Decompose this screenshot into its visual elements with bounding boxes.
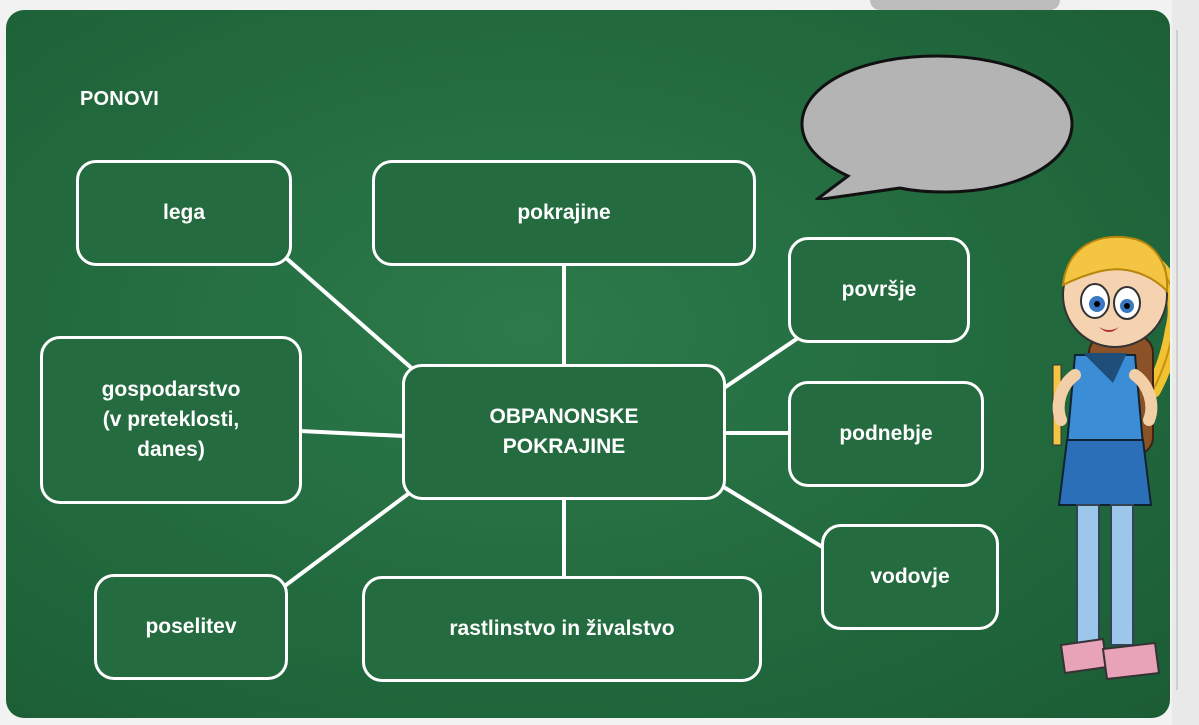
node-povrsje: površje <box>788 237 970 343</box>
link-gospodarstvo <box>298 429 406 438</box>
node-podnebje: podnebje <box>788 381 984 487</box>
node-vodovje-label: vodovje <box>870 565 950 588</box>
node-gospodarstvo: gospodarstvo (v preteklosti, danes) <box>40 336 302 504</box>
node-vodovje: vodovje <box>821 524 999 630</box>
node-lega: lega <box>76 160 292 266</box>
node-rastlinstvo-label: rastlinstvo in živalstvo <box>449 617 675 640</box>
node-pokrajine-label: pokrajine <box>517 201 611 224</box>
link-poselitev <box>280 492 410 590</box>
node-lega-label: lega <box>162 201 206 224</box>
center-node-label: OBPANONSKE POKRAJINE <box>489 405 639 458</box>
node-poselitev: poselitev <box>94 574 288 680</box>
connector-lines <box>280 256 826 590</box>
link-povrsje <box>722 334 803 390</box>
node-rastlinstvo: rastlinstvo in živalstvo <box>362 576 762 682</box>
link-lega <box>284 256 418 374</box>
speech-bubble-icon <box>800 54 1074 200</box>
center-node: OBPANONSKE POKRAJINE <box>402 364 726 500</box>
top-tab <box>870 0 1060 10</box>
node-poselitev-label: poselitev <box>145 615 237 638</box>
node-povrsje-label: površje <box>841 278 917 301</box>
chalkboard: PONOVI OBPANONSKE POKRAJINE lega pokraji… <box>6 10 1170 718</box>
node-gospodarstvo-label: gospodarstvo (v preteklosti, danes) <box>101 378 241 461</box>
link-vodovje <box>720 484 826 550</box>
girl-character-illustration <box>1052 235 1170 681</box>
page-title: PONOVI <box>80 88 159 110</box>
page-edge <box>1172 0 1199 725</box>
node-pokrajine: pokrajine <box>372 160 756 266</box>
node-podnebje-label: podnebje <box>839 422 933 445</box>
